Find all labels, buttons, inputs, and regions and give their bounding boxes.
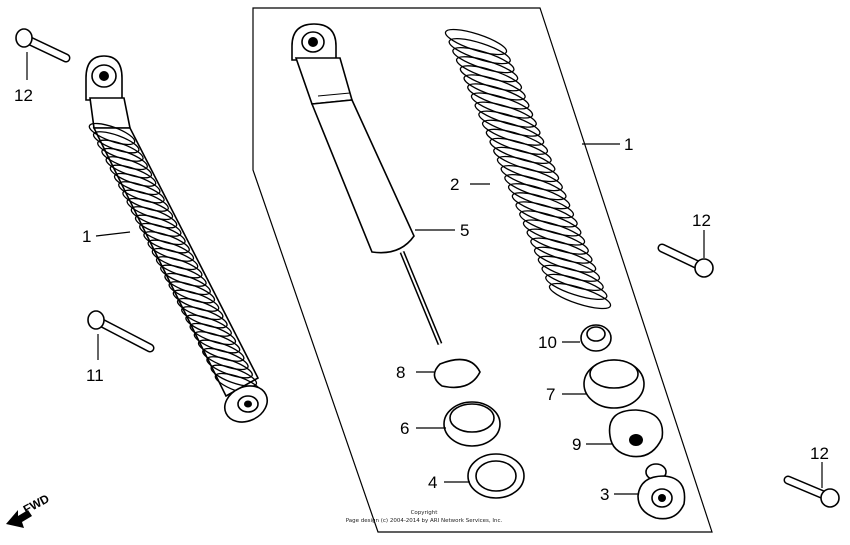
coil-spring bbox=[444, 28, 612, 310]
assembled-shock-absorber bbox=[85, 55, 268, 423]
callout-5: 5 bbox=[460, 221, 469, 240]
lower-joint-eye bbox=[637, 463, 686, 520]
spring-seat bbox=[583, 359, 645, 409]
callout-10: 10 bbox=[538, 333, 557, 352]
callout-12-top-left: 12 bbox=[14, 86, 33, 105]
callout-7: 7 bbox=[546, 385, 555, 404]
copyright-line-2: Page design (c) 2004-2014 by ARI Network… bbox=[346, 518, 503, 524]
fwd-arrow-icon bbox=[6, 510, 32, 528]
bolt-12-right bbox=[657, 243, 714, 278]
bushing-ring bbox=[443, 401, 501, 447]
exploded-view-boundary bbox=[252, 7, 713, 533]
leader-lines bbox=[26, 52, 823, 495]
bolt-12-bottom-right bbox=[783, 475, 840, 508]
callout-3: 3 bbox=[600, 485, 609, 504]
coil-turn bbox=[545, 273, 608, 301]
damper-unit bbox=[291, 23, 443, 345]
callout-6: 6 bbox=[400, 419, 409, 438]
callout-12-bottom-right: 12 bbox=[810, 444, 829, 463]
callout-8: 8 bbox=[396, 363, 405, 382]
callout-9: 9 bbox=[572, 435, 581, 454]
spring-guide bbox=[608, 409, 664, 458]
callout-12-right: 12 bbox=[692, 211, 711, 230]
lock-nut bbox=[580, 324, 612, 352]
coil-turn bbox=[548, 282, 612, 310]
circlip bbox=[433, 358, 481, 389]
callout-4: 4 bbox=[428, 473, 437, 492]
callout-1-right: 1 bbox=[624, 135, 633, 154]
callout-11: 11 bbox=[86, 366, 104, 385]
fwd-label: FWD bbox=[21, 491, 52, 516]
copyright-line-1: Copyright bbox=[411, 510, 439, 516]
dust-seal-ring bbox=[467, 453, 525, 499]
forward-direction-indicator: FWD bbox=[6, 491, 52, 528]
bolt-11 bbox=[87, 310, 155, 353]
coil-turn bbox=[210, 364, 258, 387]
bolt-12-top-left bbox=[15, 28, 71, 63]
callout-1-left: 1 bbox=[82, 227, 91, 246]
callout-2: 2 bbox=[450, 175, 459, 194]
